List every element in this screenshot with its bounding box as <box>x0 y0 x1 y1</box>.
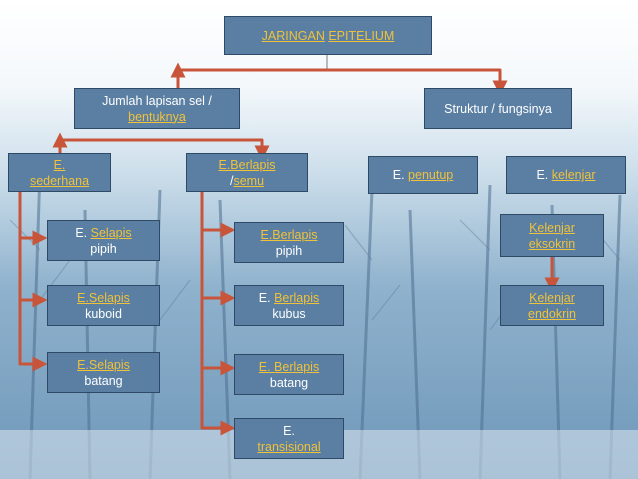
node-line: E.Berlapis <box>218 157 276 172</box>
node-line: pipih <box>275 243 303 258</box>
node-line: E.Selapis <box>77 357 130 372</box>
node-kelenjar-endokrin: Kelenjar endokrin <box>500 285 604 326</box>
node-line: Kelenjar <box>529 220 575 235</box>
node-kelenjar-eksokrin: Kelenjar eksokrin <box>500 214 604 257</box>
node-text: E. <box>536 168 549 182</box>
node-line: E. Selapis <box>75 225 131 241</box>
node-line: Kelenjar <box>529 290 575 305</box>
node-jaringan-epitelium: JARINGAN EPITELIUM <box>224 16 432 55</box>
node-text: / <box>229 173 234 188</box>
node-line: sederhana <box>29 173 90 188</box>
node-text: semu <box>233 173 265 188</box>
node-berlapis-pipih: E.Berlapis pipih <box>234 222 344 263</box>
node-line: transisional <box>257 439 321 454</box>
node-line: pipih <box>90 241 117 256</box>
node-berlapis-batang: E. Berlapis batang <box>234 354 344 395</box>
node-jumlah-lapisan: Jumlah lapisan sel / bentuknya <box>74 88 240 129</box>
node-text: Selapis <box>90 225 132 240</box>
node-berlapis-kubus: E. Berlapis kubus <box>234 285 344 326</box>
node-line: eksokrin <box>528 236 576 251</box>
node-text: Berlapis <box>274 290 320 305</box>
node-line: E. kelenjar <box>536 167 595 183</box>
node-text: JARINGAN <box>261 28 325 43</box>
node-line: batang <box>269 375 309 390</box>
node-selapis-kuboid: E.Selapis kuboid <box>47 285 160 326</box>
node-text: E. <box>258 290 271 305</box>
node-line: Jumlah lapisan sel / <box>102 93 212 108</box>
node-text: E. <box>392 168 405 182</box>
node-line: E. Berlapis <box>258 359 320 374</box>
node-text: EPITELIUM <box>328 28 395 43</box>
node-line: E. Berlapis <box>259 290 319 306</box>
node-kelenjar: E. kelenjar <box>506 156 626 194</box>
node-line: E. <box>53 157 66 172</box>
node-text: kelenjar <box>551 168 596 182</box>
node-text: E. <box>75 225 88 240</box>
node-line: kubus <box>272 306 306 321</box>
node-line: E. <box>283 423 295 438</box>
node-struktur-fungsinya: Struktur / fungsinya <box>424 88 572 129</box>
node-text: penutup <box>408 168 454 182</box>
node-line: E.Selapis <box>77 290 130 305</box>
node-line: /semu <box>230 173 264 189</box>
node-line: E. penutup <box>393 167 453 183</box>
node-line: bentuknya <box>128 109 186 124</box>
node-selapis-pipih: E. Selapis pipih <box>47 220 160 261</box>
node-line: E.Berlapis <box>260 227 318 242</box>
node-line: Struktur / fungsinya <box>444 101 552 116</box>
node-line: JARINGAN EPITELIUM <box>262 28 395 44</box>
node-penutup: E. penutup <box>368 156 478 194</box>
node-selapis-batang: E.Selapis batang <box>47 352 160 393</box>
node-line: kuboid <box>85 306 122 321</box>
node-line: batang <box>84 373 123 388</box>
node-line: endokrin <box>528 306 576 321</box>
node-transisional: E. transisional <box>234 418 344 459</box>
node-berlapis-semu: E.Berlapis /semu <box>186 153 308 192</box>
node-sederhana: E. sederhana <box>8 153 111 192</box>
